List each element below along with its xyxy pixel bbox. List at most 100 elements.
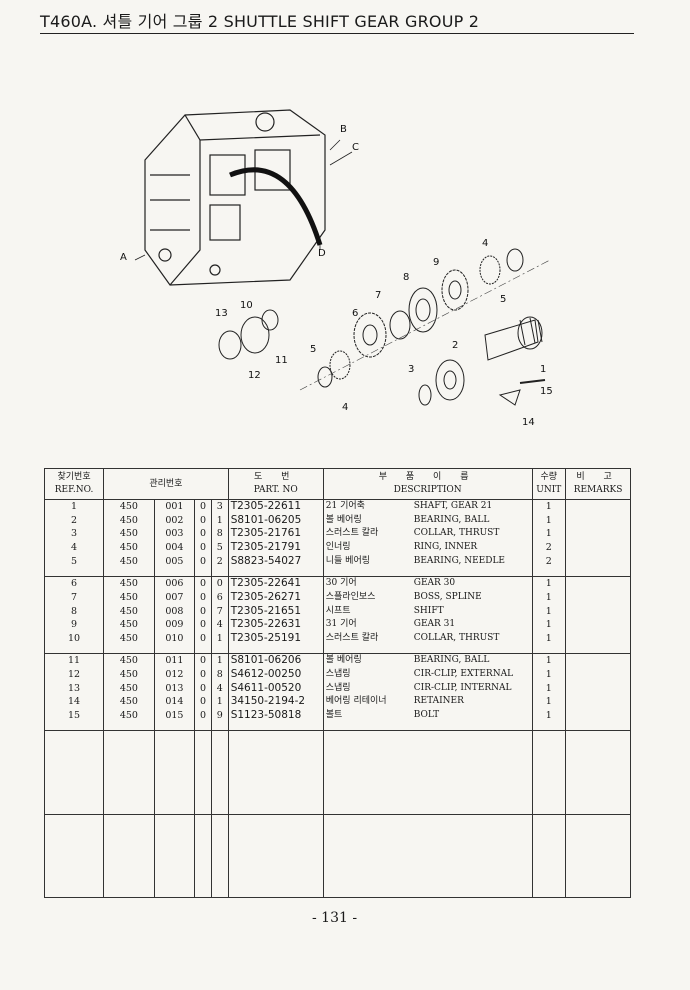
part-value: 34150-2194-2 bbox=[230, 695, 306, 708]
callout-3: 3 bbox=[408, 364, 414, 375]
page-title: T460A. 셔틀 기어 그룹 2 SHUTTLE SHIFT GEAR GRO… bbox=[40, 12, 480, 31]
callout-d: D bbox=[318, 248, 326, 259]
cell-remarks bbox=[565, 499, 631, 578]
unit-value: 1 bbox=[545, 668, 552, 680]
description-korean: 스플라인보스 bbox=[325, 591, 376, 602]
description-english: GEAR 30 bbox=[413, 578, 456, 589]
callout-1: 1 bbox=[540, 364, 546, 375]
description-english: BEARING, BALL bbox=[413, 655, 490, 666]
m2-value: 011 bbox=[165, 655, 184, 667]
m4-value: 1 bbox=[216, 514, 223, 526]
m3-value: 0 bbox=[199, 632, 207, 644]
ref-value: 12 bbox=[68, 668, 81, 680]
m2-value: 007 bbox=[165, 591, 184, 603]
ref-value: 11 bbox=[68, 655, 81, 667]
unit-value: 1 bbox=[545, 682, 552, 694]
m3-value: 0 bbox=[199, 696, 207, 708]
unit-value: 1 bbox=[545, 632, 552, 644]
m4-value: 2 bbox=[216, 555, 223, 567]
m1-value: 450 bbox=[119, 578, 138, 590]
ball-bearing bbox=[435, 359, 465, 401]
callout-c: C bbox=[352, 142, 359, 153]
m3-value: 0 bbox=[199, 605, 207, 617]
ref-value: 13 bbox=[68, 682, 81, 694]
m3-value: 0 bbox=[199, 501, 207, 512]
description-korean: 베어링 리테이너 bbox=[325, 696, 387, 707]
header-mgmt: 관리번호 bbox=[103, 468, 229, 500]
inner-ring bbox=[506, 248, 524, 272]
description-english: BOSS, SPLINE bbox=[413, 591, 482, 602]
empty-cell bbox=[153, 730, 196, 815]
m1-value: 450 bbox=[119, 655, 138, 667]
description-korean: 31 기어 bbox=[325, 619, 357, 630]
m4-value: 7 bbox=[216, 605, 223, 617]
m2-value: 001 bbox=[165, 501, 184, 512]
m3-value: 0 bbox=[199, 555, 207, 567]
empty-cell bbox=[153, 814, 196, 899]
callout-12: 12 bbox=[248, 370, 261, 381]
empty-cell bbox=[210, 730, 229, 815]
m3-value: 0 bbox=[199, 542, 207, 554]
needle-bearing bbox=[479, 255, 501, 285]
m4-value: 0 bbox=[216, 578, 223, 590]
m4-value: 1 bbox=[216, 655, 223, 667]
callout-8: 8 bbox=[403, 272, 409, 283]
empty-cell bbox=[43, 814, 105, 899]
m3-value: 0 bbox=[199, 591, 207, 603]
unit-value: 1 bbox=[545, 514, 552, 526]
part-value: T2305-21791 bbox=[230, 541, 302, 554]
m2-value: 002 bbox=[165, 514, 184, 526]
shaft-gear bbox=[484, 316, 543, 361]
callout-4-lower: 4 bbox=[342, 402, 348, 413]
callout-6: 6 bbox=[352, 308, 358, 319]
empty-cell bbox=[322, 814, 533, 899]
m1-value: 450 bbox=[119, 514, 138, 526]
part-value: T2305-22641 bbox=[230, 577, 302, 590]
description-korean: 볼 베어링 bbox=[325, 655, 362, 666]
description-korean: 스냅링 bbox=[325, 682, 351, 693]
m4-value: 8 bbox=[216, 668, 223, 680]
empty-cell bbox=[531, 730, 567, 815]
description-english: GEAR 31 bbox=[413, 619, 456, 630]
m4-value: 1 bbox=[216, 632, 223, 644]
ref-value: 14 bbox=[68, 696, 81, 708]
m3-value: 0 bbox=[199, 710, 207, 721]
title-rule bbox=[40, 33, 634, 34]
empty-cell bbox=[565, 814, 631, 899]
callout-9: 9 bbox=[433, 257, 439, 268]
m2-value: 010 bbox=[165, 632, 184, 644]
callout-15: 15 bbox=[540, 386, 553, 397]
empty-cell bbox=[322, 730, 533, 815]
m2-value: 005 bbox=[165, 555, 184, 567]
spline-boss bbox=[389, 310, 411, 340]
description-english: CIR-CLIP, EXTERNAL bbox=[413, 668, 514, 679]
m3-value: 0 bbox=[199, 514, 207, 526]
header-unit: 수량 UNIT bbox=[531, 468, 567, 500]
callout-10: 10 bbox=[240, 300, 253, 311]
description-english: RETAINER bbox=[413, 696, 464, 707]
m1-value: 450 bbox=[119, 696, 138, 708]
m4-value: 8 bbox=[216, 528, 223, 540]
m1-value: 450 bbox=[119, 605, 138, 617]
m4-value: 4 bbox=[216, 619, 223, 631]
unit-value: 2 bbox=[545, 555, 552, 567]
m1-value: 450 bbox=[119, 528, 138, 540]
m2-value: 012 bbox=[165, 668, 184, 680]
m1-value: 450 bbox=[119, 632, 138, 644]
unit-value: 1 bbox=[545, 619, 552, 631]
m4-value: 1 bbox=[216, 696, 223, 708]
m3-value: 0 bbox=[199, 528, 207, 540]
